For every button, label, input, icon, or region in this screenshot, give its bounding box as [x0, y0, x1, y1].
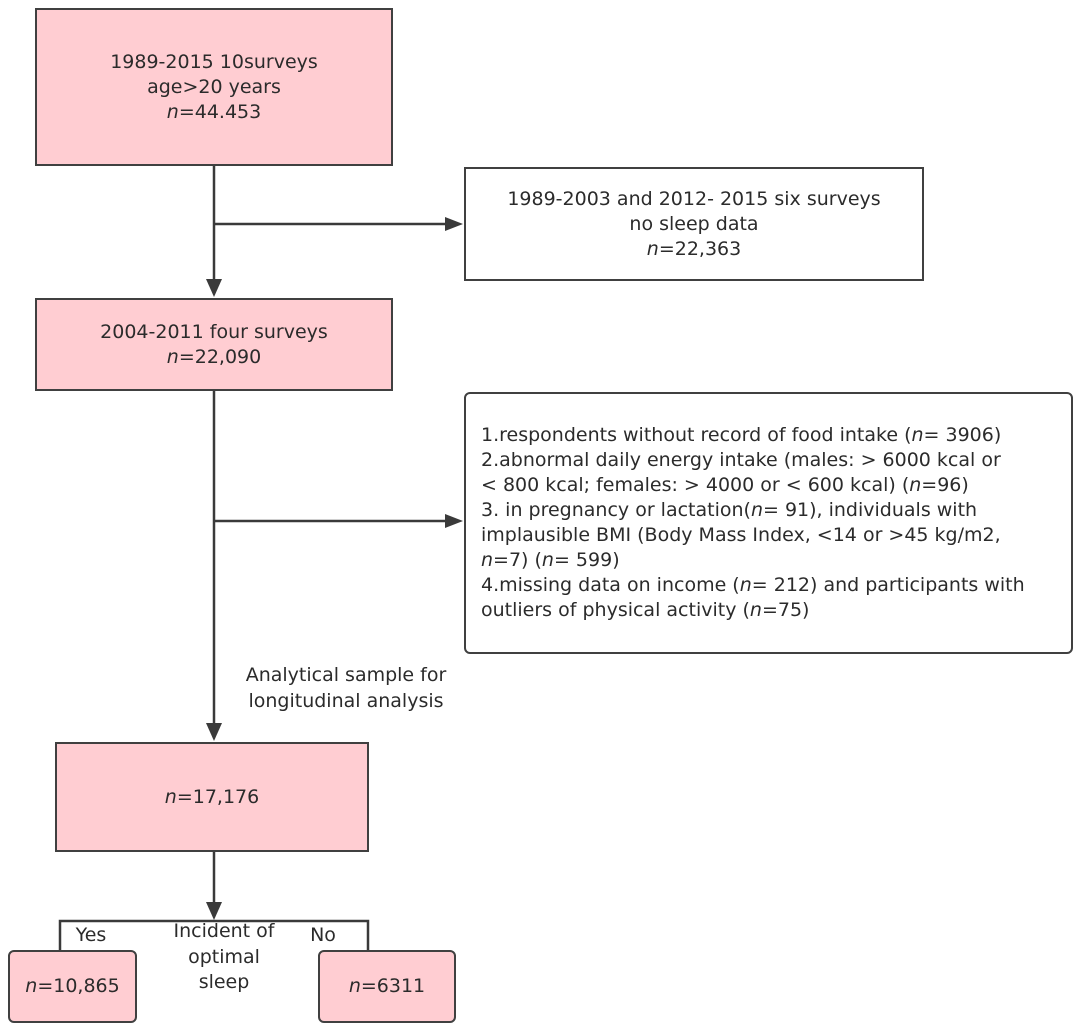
label-line: Analytical sample for — [245, 664, 447, 686]
label-line: sleep — [198, 971, 250, 993]
exclusion-criteria-box: 1.respondents without record of food int… — [464, 392, 1073, 654]
yes-label: Yes — [61, 923, 121, 949]
arrowhead-down-icon — [206, 279, 222, 297]
exclusion-line: 4.missing data on income (n= 212) and pa… — [481, 574, 1025, 596]
box-line: 1989-2003 and 2012- 2015 six surveys — [507, 187, 881, 210]
box-count: n=44.453 — [166, 100, 262, 123]
exclusion-line: 3. in pregnancy or lactation(n= 91), ind… — [481, 499, 978, 521]
analytical-sample-box: n=17,176 — [55, 742, 369, 852]
optimal-sleep-no-box: n=6311 — [318, 950, 456, 1023]
all-surveys-box: 1989-2015 10surveys age>20 years n=44.45… — [35, 8, 393, 166]
box-line: 1989-2015 10surveys — [110, 50, 318, 73]
exclusion-line: implausible BMI (Body Mass Index, <14 or… — [481, 524, 1001, 546]
arrowhead-right-icon — [445, 217, 463, 231]
box-count: n=22,363 — [646, 237, 742, 260]
box-line: no sleep data — [629, 212, 759, 235]
no-sleep-data-box: 1989-2003 and 2012- 2015 six surveys no … — [464, 167, 924, 281]
yes-label-text: Yes — [75, 924, 107, 946]
box-count: n=17,176 — [164, 785, 260, 808]
box-line: age>20 years — [147, 75, 281, 98]
no-label-text: No — [310, 924, 336, 946]
label-line: Incident of — [173, 920, 275, 942]
label-line: optimal — [188, 945, 260, 968]
four-surveys-box: 2004-2011 four surveys n=22,090 — [35, 298, 393, 391]
exclusion-line: 1.respondents without record of food int… — [481, 424, 1002, 446]
box-count: n=22,090 — [166, 345, 262, 368]
arrowhead-down-icon — [206, 723, 222, 741]
optimal-sleep-yes-box: n=10,865 — [8, 950, 137, 1023]
no-label: No — [293, 923, 353, 949]
arrowhead-down-icon — [206, 902, 222, 920]
outcome-split-bracket — [58, 919, 370, 951]
exclusion-line: < 800 kcal; females: > 4000 or < 600 kca… — [481, 474, 969, 496]
arrowhead-right-icon — [445, 514, 463, 528]
exclusion-line: n=7) (n= 599) — [481, 549, 620, 571]
box-line: 2004-2011 four surveys — [100, 320, 328, 343]
analytical-sample-label: Analytical sample for longitudinal analy… — [236, 663, 456, 714]
box-count: n=10,865 — [25, 975, 120, 997]
exclusion-line: outliers of physical activity (n=75) — [481, 599, 810, 621]
box-count: n=6311 — [348, 975, 426, 997]
exclusion-line: 2.abnormal daily energy intake (males: >… — [481, 449, 1001, 471]
label-line: longitudinal analysis — [248, 689, 444, 712]
outcome-label: Incident of optimal sleep — [154, 919, 294, 996]
